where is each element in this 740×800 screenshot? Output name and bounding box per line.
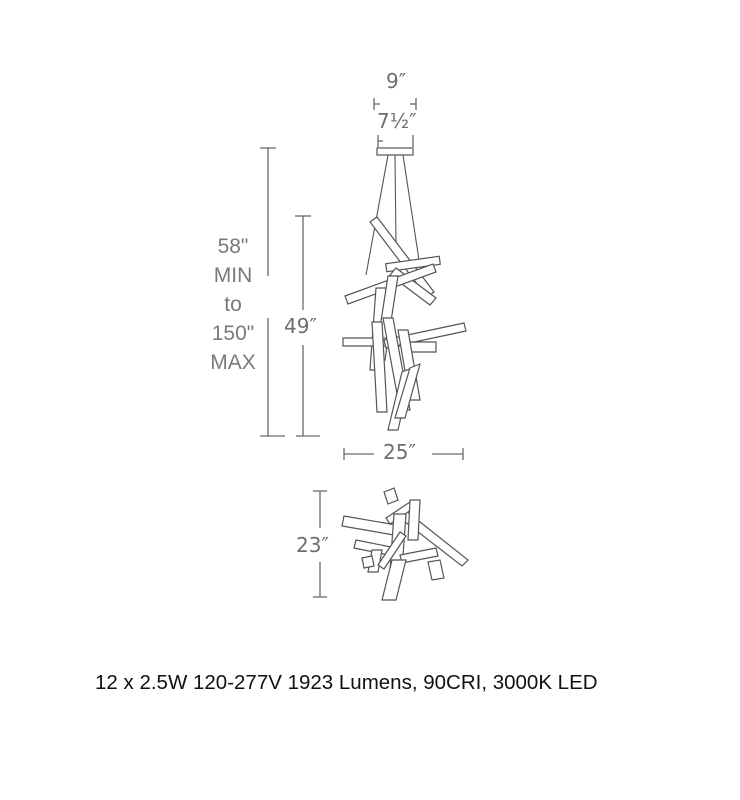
- overall-height-label: 58" MIN to 150" MAX: [198, 232, 268, 377]
- spec-text: 12 x 2.5W 120-277V 1923 Lumens, 90CRI, 3…: [95, 671, 598, 694]
- fixture-top-view-drawing: [341, 487, 469, 601]
- canopy-plate-dimension: [377, 135, 414, 147]
- fixture-width-label: 25″: [383, 440, 416, 464]
- canopy-icon: [376, 147, 414, 156]
- overall-height-min-value: 58": [217, 235, 249, 258]
- top-view-depth-label: 23″: [296, 533, 329, 557]
- fixture-height-dimension: [295, 215, 320, 437]
- fixture-width-dimension: [343, 448, 464, 460]
- overall-height-to-text: to: [224, 293, 242, 316]
- overall-height-dimension: [260, 147, 285, 437]
- overall-height-min-text: MIN: [213, 264, 253, 287]
- overall-height-max-value: 150": [211, 322, 255, 345]
- canopy-width-dimension: [373, 98, 417, 110]
- top-view-depth-dimension: [313, 490, 327, 598]
- fixture-elevation-drawing: [342, 154, 467, 431]
- fixture-height-label: 49″: [284, 314, 317, 338]
- canopy-plate-width-label: 7½″: [377, 109, 417, 133]
- canopy-width-label: 9″: [386, 69, 407, 93]
- overall-height-max-text: MAX: [210, 351, 256, 374]
